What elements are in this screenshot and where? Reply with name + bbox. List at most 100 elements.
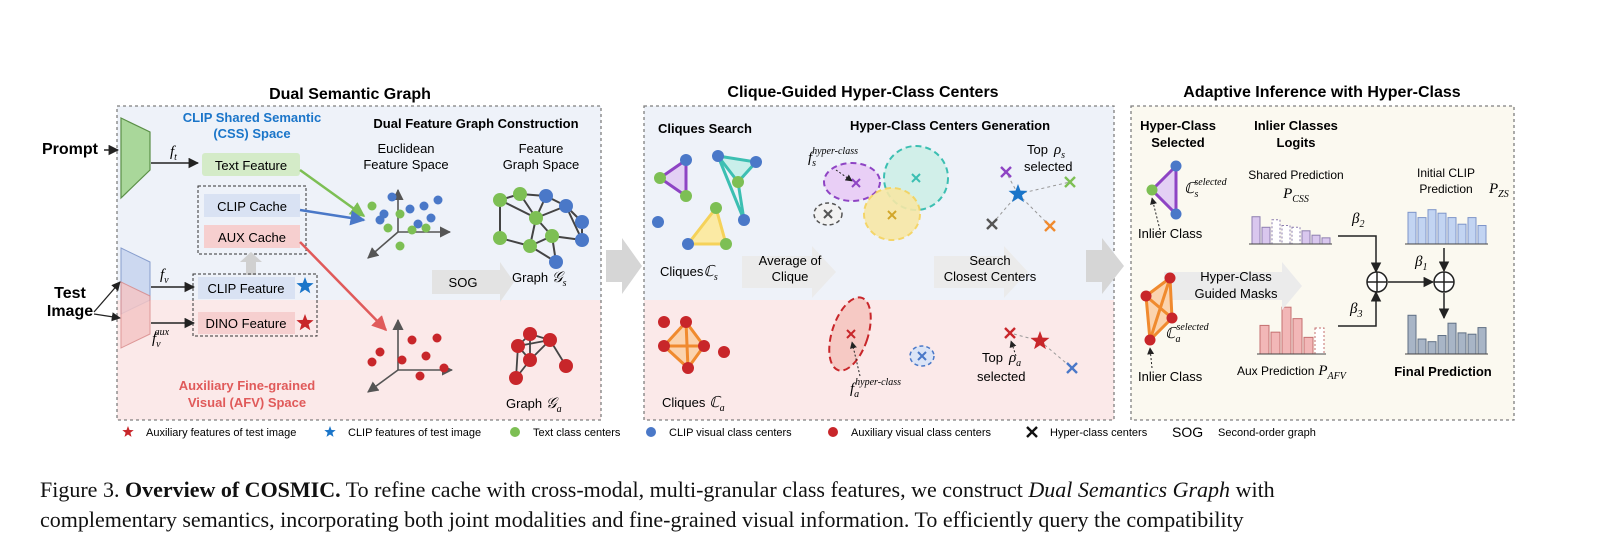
search-arrow: [934, 246, 1028, 298]
inlier-class-label-2: Inlier Class: [1138, 369, 1203, 384]
prompt-label: Prompt: [42, 141, 99, 158]
text-class-center: [383, 223, 393, 233]
figure-caption: Figure 3. Overview of COSMIC. To refine …: [40, 475, 1540, 535]
hyper-center: [1064, 176, 1076, 188]
shared-pred-label: Shared Prediction: [1248, 168, 1343, 182]
orange-clique-edge: [1145, 294, 1173, 320]
clique-node: [732, 176, 744, 188]
graph-node: [509, 371, 523, 385]
yellow-clique: [684, 204, 728, 246]
logit-bar: [1291, 226, 1301, 245]
dino-feature-label: DINO Feature: [206, 316, 287, 331]
logit-bar: [1261, 226, 1271, 245]
clique-node: [680, 316, 692, 328]
search-line: [1009, 332, 1041, 342]
inlier-class-label-1: Inlier Class: [1138, 226, 1203, 241]
clique-node: [712, 150, 724, 162]
hyper-center: [1044, 220, 1056, 232]
logit-bar: [1457, 332, 1467, 355]
logit-bar: [1417, 338, 1427, 355]
logit-bar: [1407, 211, 1417, 245]
logit-bar: [1311, 234, 1321, 245]
clip-visual-center: [426, 213, 436, 223]
selected-clique-a: [1140, 272, 1178, 369]
hyper-center: [986, 218, 998, 230]
legend-star: [324, 426, 336, 437]
hyper-center: [1066, 362, 1078, 374]
graph-node: [549, 255, 563, 269]
legend-dot: [828, 427, 838, 437]
hyper-center: [851, 178, 861, 188]
logit-bar: [1321, 237, 1331, 245]
logit-bar: [1251, 216, 1261, 245]
initial-clip-bars: [1405, 209, 1488, 245]
clique-node: [750, 156, 762, 168]
search-line: [1017, 181, 1071, 195]
clique-node: [652, 216, 664, 228]
pointer-line: [850, 341, 861, 377]
cliques-cs-graph: [652, 150, 762, 250]
clique-node: [1164, 272, 1176, 284]
aux-cache-label: AUX Cache: [218, 230, 286, 245]
construction-title: Dual Feature Graph Construction: [373, 116, 578, 131]
clip-feature-box: [198, 277, 295, 299]
dino-image-encoder: [120, 281, 151, 349]
logit-bar: [1477, 327, 1487, 355]
image-arrow-up: [93, 281, 121, 313]
logit-bar: [1427, 341, 1437, 355]
afv-scatter-points: [367, 333, 449, 381]
clique-node: [654, 172, 666, 184]
panel-clique-guided: Clique-Guided Hyper-Class Centers Clique…: [643, 84, 1115, 421]
graph-gs: [493, 187, 589, 269]
clique-node: [682, 362, 694, 374]
caption-text-1b: with: [1235, 477, 1275, 502]
legend-dot: [510, 427, 520, 437]
legend-label: Auxiliary visual class centers: [851, 427, 991, 439]
aux-cache-box: [204, 225, 300, 248]
graph-node: [575, 215, 589, 229]
selected-clique-s: [1146, 160, 1182, 231]
logit-bar: [1447, 217, 1457, 245]
cliques-ca-graph: [658, 316, 730, 374]
legend-star: [122, 426, 134, 437]
graph-node: [523, 327, 537, 341]
graph-node: [513, 187, 527, 201]
graph-node: [575, 233, 589, 247]
css-space-label: CLIP Shared Semantic(CSS) Space: [183, 110, 321, 141]
sog-label: SOG: [449, 275, 478, 290]
panel-dual-semantic-graph: Dual Semantic Graph Prompt ft CLIP Share…: [42, 86, 602, 421]
aux-feature-star: [1030, 331, 1050, 350]
panel-adaptive-inference: Adaptive Inference with Hyper-Class Hype…: [1130, 84, 1515, 421]
clique-node: [1170, 208, 1182, 220]
cliques-cs-label: Cliquesℂs: [660, 264, 718, 283]
legend-glyph: SOG: [1172, 424, 1203, 440]
aux-prediction-bars: [1257, 306, 1326, 355]
clip-cache-label: CLIP Cache: [217, 199, 287, 214]
clique-node: [658, 316, 670, 328]
beta1-symbol: β1: [1414, 254, 1427, 273]
logit-bar: [1467, 333, 1477, 355]
clip-visual-center: [387, 192, 397, 202]
generation-label: Hyper-Class Centers Generation: [850, 118, 1050, 133]
clip-visual-center: [375, 215, 385, 225]
fusion-diagram: [1338, 235, 1455, 327]
clique-node: [710, 202, 722, 214]
clip-visual-center: [433, 195, 443, 205]
text-class-center: [395, 209, 405, 219]
fv-aux-symbol: fvaux: [152, 327, 170, 350]
clique-node: [738, 214, 750, 226]
aux-visual-center: [407, 335, 417, 345]
graph-node: [523, 353, 537, 367]
selected-a-label: selected: [977, 369, 1025, 384]
teal-clique: [714, 153, 759, 185]
pointer-line: [835, 169, 853, 182]
cliques-ca-label: Cliques ℂa: [662, 395, 725, 414]
clip-visual-center: [419, 201, 429, 211]
dino-feature-star: [296, 314, 314, 331]
search-line: [1039, 340, 1073, 369]
text-encoder: [120, 117, 151, 200]
